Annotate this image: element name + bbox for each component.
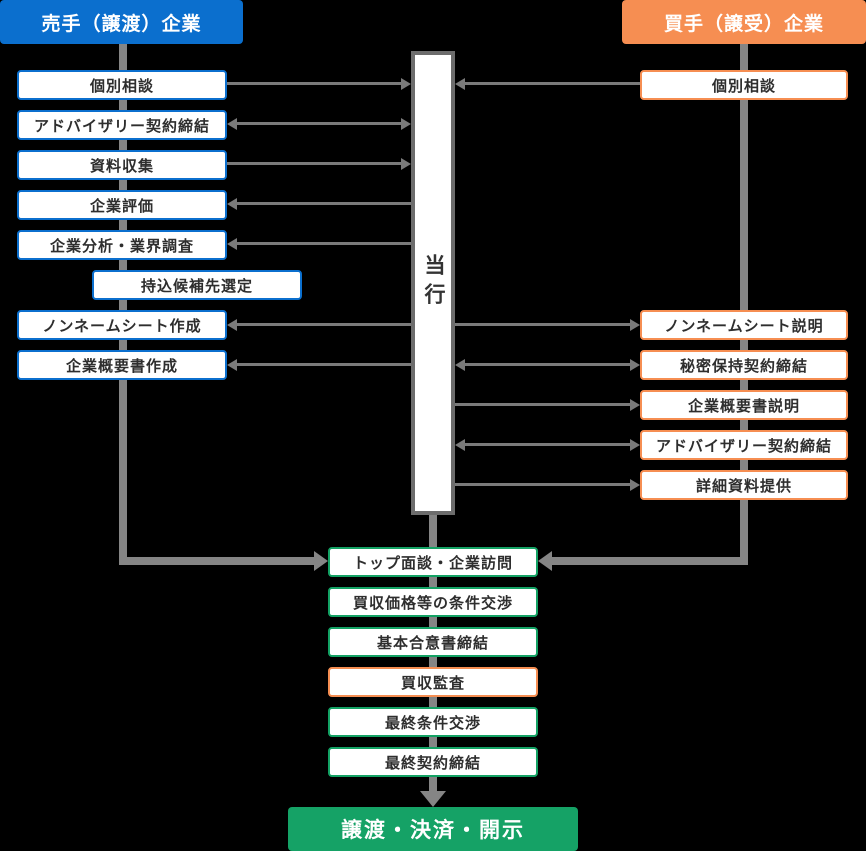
line-bank-to-buyer-no-name-sheet <box>455 323 630 326</box>
seller-step-advisory-agreement: アドバイザリー契約締結 <box>17 110 227 140</box>
arrowhead-right-icon <box>401 158 411 170</box>
buyer-column-header: 買手（譲受）企業 <box>622 0 866 44</box>
seller-step-company-valuation: 企業評価 <box>17 190 227 220</box>
seller-step-company-profile-creation: 企業概要書作成 <box>17 350 227 380</box>
seller-column-header: 売手（譲渡）企業 <box>0 0 243 44</box>
buyer-step-detailed-documents: 詳細資料提供 <box>640 470 848 500</box>
line-bank-to-seller-analysis <box>237 242 411 245</box>
line-bank-to-buyer-detailed-documents <box>455 483 630 486</box>
seller-step-individual-consultation: 個別相談 <box>17 70 227 100</box>
line-bank-to-seller-profile <box>237 363 411 366</box>
line-buyer-consultation-to-bank <box>465 82 640 85</box>
arrowhead-left-icon <box>227 359 237 371</box>
center-step-top-meeting: トップ面談・企業訪問 <box>328 547 538 577</box>
arrowhead-right-icon <box>401 78 411 90</box>
final-step-transfer-settlement-disclosure: 譲渡・決済・開示 <box>288 807 578 851</box>
arrowhead-right-icon <box>630 479 640 491</box>
line-bank-to-buyer-profile-explanation <box>455 403 630 406</box>
buyer-step-no-name-sheet-explanation: ノンネームシート説明 <box>640 310 848 340</box>
buyer-step-company-profile-explanation: 企業概要書説明 <box>640 390 848 420</box>
buyer-step-individual-consultation: 個別相談 <box>640 70 848 100</box>
arrowhead-right-icon <box>314 551 328 571</box>
arrowhead-left-icon <box>538 551 552 571</box>
center-step-due-diligence: 買収監査 <box>328 667 538 697</box>
line-bank-to-seller-valuation <box>237 202 411 205</box>
arrowhead-right-icon <box>630 439 640 451</box>
arrowhead-left-icon <box>227 118 237 130</box>
buyer-step-nda-agreement: 秘密保持契約締結 <box>640 350 848 380</box>
arrowhead-right-icon <box>630 319 640 331</box>
arrowhead-right-icon <box>401 118 411 130</box>
line-seller-consultation-to-bank <box>227 82 401 85</box>
arrowhead-right-icon <box>630 359 640 371</box>
center-step-final-contract: 最終契約締結 <box>328 747 538 777</box>
center-step-basic-agreement: 基本合意書締結 <box>328 627 538 657</box>
arrowhead-left-icon <box>227 238 237 250</box>
seller-to-center-connector <box>119 557 314 565</box>
buyer-to-center-connector <box>552 557 748 565</box>
line-bank-buyer-nda-both <box>465 363 630 366</box>
seller-step-candidate-selection: 持込候補先選定 <box>92 270 302 300</box>
seller-step-document-collection: 資料収集 <box>17 150 227 180</box>
arrowhead-left-icon <box>455 439 465 451</box>
arrowhead-left-icon <box>227 319 237 331</box>
center-step-price-negotiation: 買収価格等の条件交渉 <box>328 587 538 617</box>
line-seller-documents-to-bank <box>227 162 401 165</box>
seller-step-company-analysis: 企業分析・業界調査 <box>17 230 227 260</box>
line-bank-buyer-advisory-both <box>465 443 630 446</box>
arrowhead-right-icon <box>630 399 640 411</box>
arrowhead-left-icon <box>455 78 465 90</box>
bank-box: 当行 <box>411 51 455 515</box>
arrowhead-left-icon <box>227 198 237 210</box>
line-seller-advisory-bank-both <box>237 122 401 125</box>
seller-vertical-connector <box>119 44 127 565</box>
line-bank-to-seller-no-name-sheet <box>237 323 411 326</box>
arrowhead-down-icon <box>420 791 446 807</box>
seller-step-no-name-sheet-creation: ノンネームシート作成 <box>17 310 227 340</box>
buyer-step-advisory-agreement: アドバイザリー契約締結 <box>640 430 848 460</box>
center-step-final-negotiation: 最終条件交渉 <box>328 707 538 737</box>
arrowhead-left-icon <box>455 359 465 371</box>
buyer-vertical-connector <box>740 44 748 565</box>
